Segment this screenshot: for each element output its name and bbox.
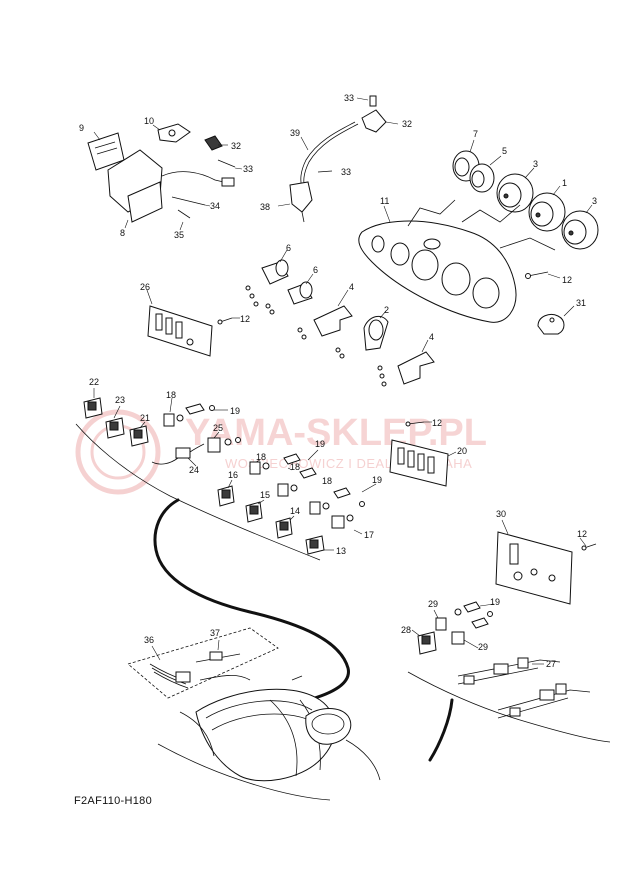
- callout-5: 5: [502, 146, 507, 156]
- callout-23: 23: [115, 395, 125, 405]
- small-switches: [249, 453, 365, 529]
- callout-27: 27: [546, 659, 556, 669]
- hull-right: [407, 601, 611, 743]
- callout-29: 29: [478, 642, 488, 652]
- callout-3: 3: [592, 196, 597, 206]
- switch-14: [275, 517, 293, 539]
- callout-18: 18: [322, 476, 332, 486]
- callout-25: 25: [213, 423, 223, 433]
- callout-labels: 1 2 3 3 4 4 5 6 6 7 8 9 10 11 12 12 12 1…: [79, 93, 597, 669]
- callout-39: 39: [290, 128, 300, 138]
- panel-26: [146, 289, 240, 357]
- callout-32: 32: [231, 141, 241, 151]
- callout-32: 32: [402, 119, 412, 129]
- callout-21: 21: [140, 413, 150, 423]
- callout-26: 26: [140, 282, 150, 292]
- harness-36-37: [127, 627, 279, 699]
- callout-36: 36: [144, 635, 154, 645]
- callout-6: 6: [286, 243, 291, 253]
- cap-31: [537, 305, 575, 335]
- callout-18: 18: [290, 462, 300, 472]
- callout-22: 22: [89, 377, 99, 387]
- wire-24: [151, 443, 205, 465]
- callout-37: 37: [210, 628, 220, 638]
- gauge-3-upper: [496, 173, 534, 213]
- callout-28: 28: [401, 625, 411, 635]
- lamp-19a: [185, 403, 215, 415]
- callout-13: 13: [336, 546, 346, 556]
- callout-12: 12: [562, 275, 572, 285]
- callout-14: 14: [290, 506, 300, 516]
- callout-9: 9: [79, 123, 84, 133]
- switch-18a: [163, 413, 184, 427]
- panel-20: [389, 421, 457, 487]
- callout-33: 33: [341, 167, 351, 177]
- callout-7: 7: [473, 129, 478, 139]
- callout-35: 35: [174, 230, 184, 240]
- callout-8: 8: [120, 228, 125, 238]
- gauge-5: [469, 163, 495, 193]
- instrument-housing: [358, 199, 556, 323]
- screw-right: [525, 271, 561, 279]
- switch-23: [105, 417, 125, 439]
- callout-1: 1: [562, 178, 567, 188]
- cable-assembly: [277, 95, 399, 223]
- callout-18: 18: [166, 390, 176, 400]
- callout-10: 10: [144, 116, 154, 126]
- callout-31: 31: [576, 298, 586, 308]
- seat-structure: [157, 675, 381, 801]
- bracket-assembly: [87, 123, 243, 231]
- switch-13: [305, 535, 325, 555]
- hull-left: [75, 388, 377, 561]
- switch-16: [217, 485, 235, 507]
- callout-12: 12: [240, 314, 250, 324]
- callout-34: 34: [210, 201, 220, 211]
- switch-28: [417, 631, 437, 655]
- callout-4: 4: [429, 332, 434, 342]
- callout-19: 19: [490, 597, 500, 607]
- callout-11: 11: [380, 196, 389, 206]
- watermark-title: YAMA-SKLEP.PL: [185, 412, 487, 454]
- callout-12: 12: [432, 418, 442, 428]
- callout-19: 19: [372, 475, 382, 485]
- callout-19: 19: [315, 439, 325, 449]
- callout-16: 16: [228, 470, 238, 480]
- panel-30: [495, 519, 597, 605]
- callout-2: 2: [384, 305, 389, 315]
- callout-19: 19: [230, 406, 240, 416]
- switch-15: [245, 501, 263, 523]
- switch-21: [129, 425, 149, 447]
- cable-runs: [153, 498, 454, 762]
- harness-27: [457, 657, 591, 719]
- gauge-3-lower: [561, 210, 599, 250]
- callout-33: 33: [243, 164, 253, 174]
- callout-3: 3: [533, 159, 538, 169]
- diagram-code: F2AF110-H180: [74, 795, 152, 807]
- callout-15: 15: [260, 490, 270, 500]
- callout-24: 24: [189, 465, 199, 475]
- callout-29: 29: [428, 599, 438, 609]
- callout-38: 38: [260, 202, 270, 212]
- gauge-1: [528, 192, 566, 232]
- callout-12: 12: [577, 529, 587, 539]
- callout-30: 30: [496, 509, 506, 519]
- gauge-7: [452, 150, 480, 182]
- callout-18: 18: [256, 452, 266, 462]
- sockets-brackets: [245, 249, 435, 387]
- callout-17: 17: [364, 530, 374, 540]
- switch-22: [83, 397, 103, 419]
- callout-6: 6: [313, 265, 318, 275]
- gauges: [452, 139, 599, 250]
- callout-33: 33: [344, 93, 354, 103]
- callout-20: 20: [457, 446, 467, 456]
- callout-4: 4: [349, 282, 354, 292]
